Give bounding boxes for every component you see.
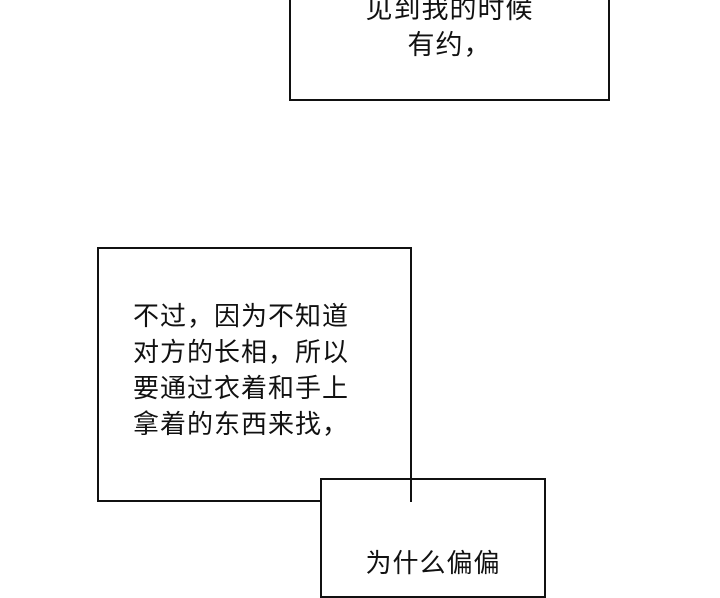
speech-line: 有约， [407, 30, 492, 61]
speech-text-bottom: 为什么偏偏 [322, 546, 544, 582]
speech-line: 见到我的时候 [365, 0, 534, 25]
speech-line: 为什么偏偏 [365, 549, 501, 579]
panel-divider [410, 478, 412, 502]
speech-box-top: 见到我的时候 有约， [289, 0, 610, 101]
speech-line: 拿着的东西来找， [133, 410, 350, 440]
speech-box-bottom: 为什么偏偏 [320, 478, 546, 598]
speech-box-middle: 不过，因为不知道 对方的长相，所以 要通过衣着和手上 拿着的东西来找， [97, 247, 412, 502]
speech-line: 不过，因为不知道 [133, 302, 350, 332]
speech-text-middle: 不过，因为不知道 对方的长相，所以 要通过衣着和手上 拿着的东西来找， [133, 299, 349, 443]
speech-text-top: 见到我的时候 有约， [291, 0, 608, 64]
speech-line: 要通过衣着和手上 [133, 374, 350, 404]
speech-line: 对方的长相，所以 [133, 338, 350, 368]
